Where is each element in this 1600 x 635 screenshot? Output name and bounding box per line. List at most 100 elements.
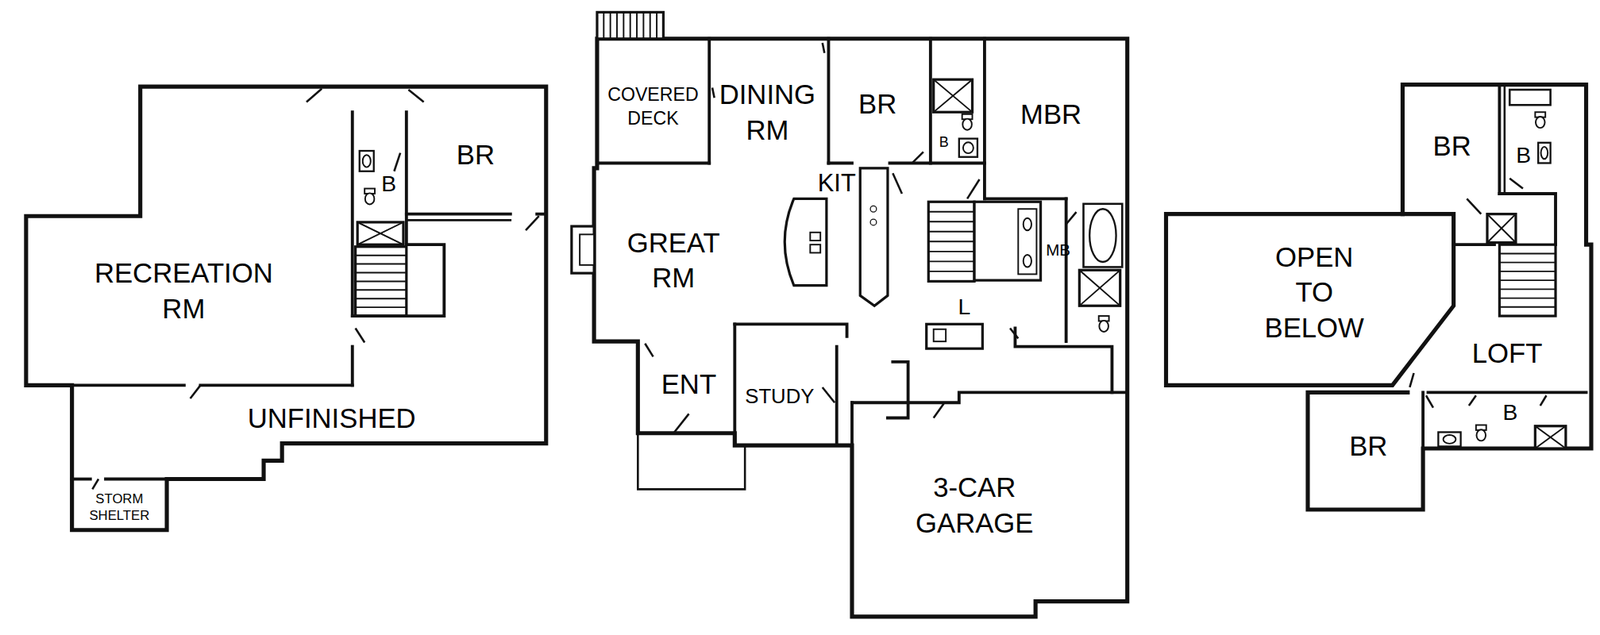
sink-bowl: [963, 142, 974, 154]
wall: [1014, 327, 1112, 393]
wall: [850, 402, 854, 446]
stair-tread: [928, 220, 975, 223]
toilet-bowl: [1476, 429, 1487, 441]
closet-cross: [933, 79, 973, 112]
sink-counter: [1538, 142, 1550, 164]
wall: [536, 212, 547, 216]
room-label: DINING RM: [711, 77, 824, 148]
wall: [852, 392, 1128, 403]
stair-tread: [636, 11, 638, 39]
stair-tread: [622, 11, 625, 39]
room-label: B: [1515, 140, 1531, 170]
door-swing: [1409, 373, 1414, 388]
stair-tread: [355, 263, 407, 266]
room-label: ENT: [661, 366, 717, 402]
stair-tread: [1499, 297, 1556, 300]
stair-box: [1499, 244, 1556, 317]
cooktop-burner: [870, 219, 877, 226]
wall: [406, 219, 511, 222]
stair-tread: [1499, 252, 1556, 255]
closet-cross: [1534, 426, 1566, 449]
door-swing: [822, 42, 826, 54]
door-swing: [673, 413, 689, 433]
closet-box: [1079, 269, 1120, 306]
fireplace-hearth: [579, 234, 594, 266]
stair-box: [355, 246, 407, 317]
stair-tread: [655, 11, 658, 39]
bathtub-basin: [1089, 208, 1116, 263]
room-label: MB: [1045, 239, 1071, 261]
stair-tread: [616, 11, 618, 39]
porch: [637, 433, 745, 490]
wall: [1421, 392, 1425, 449]
stair-tread: [1499, 270, 1556, 273]
door-swing: [190, 385, 201, 399]
toilet-bowl: [1535, 116, 1546, 128]
stair-tread: [928, 260, 975, 263]
closet-box: [933, 79, 973, 112]
wall: [983, 38, 987, 200]
wall: [890, 161, 985, 166]
wall: [1064, 198, 1068, 342]
door-swing: [912, 151, 924, 163]
stair-tread: [355, 289, 407, 291]
stair-tread: [355, 306, 407, 309]
room-label: BR: [858, 86, 897, 122]
wall: [929, 38, 933, 164]
door-swing: [1540, 395, 1547, 406]
closet-cross: [357, 222, 404, 245]
closet-cross: [1534, 426, 1566, 449]
wall: [1428, 390, 1587, 394]
door-swing: [712, 87, 715, 98]
exterior-wall: [26, 86, 547, 531]
door-swing: [1426, 395, 1434, 408]
room-label: GREAT RM: [616, 224, 729, 296]
room-label: BR: [1433, 128, 1472, 164]
room-label: STUDY: [744, 382, 814, 409]
closet-cross: [1487, 214, 1516, 243]
door-swing: [892, 173, 903, 194]
wall: [350, 346, 355, 386]
door-swing: [525, 215, 540, 231]
room-label: BR: [456, 137, 495, 173]
stair-box: [928, 201, 975, 282]
door-swing: [1468, 395, 1477, 406]
sink-counter: [959, 138, 978, 158]
stair-tread: [629, 11, 632, 39]
stair-tread: [355, 280, 407, 282]
room-label: COVERED DECK: [601, 83, 705, 131]
sink-bowl: [1443, 435, 1457, 444]
toilet-bowl: [365, 192, 375, 205]
closet-box: [1534, 426, 1566, 449]
stair-tread: [609, 11, 612, 39]
kitchen-counter: [859, 168, 888, 306]
wall: [984, 196, 1067, 201]
door-swing: [1509, 178, 1523, 189]
door-swing: [355, 327, 366, 343]
door-swing: [408, 89, 424, 102]
fireplace: [571, 226, 594, 274]
sink-counter: [1438, 431, 1461, 447]
stair-landing: [974, 201, 1041, 281]
vanity-sink: [1023, 254, 1032, 267]
wall: [734, 323, 847, 336]
wall: [352, 244, 445, 317]
wall: [1497, 84, 1501, 194]
wall: [887, 362, 909, 419]
stair-tread: [928, 240, 975, 243]
vanity: [1017, 208, 1037, 274]
door-swing: [393, 153, 401, 172]
kitchen-island: [784, 198, 827, 286]
stair-tread: [355, 272, 407, 274]
door-swing: [933, 404, 945, 419]
stair-tread: [928, 250, 975, 253]
wall: [707, 38, 711, 164]
door-swing: [644, 343, 653, 358]
stair-tread: [602, 11, 605, 39]
wall: [350, 111, 355, 317]
toilet-bowl: [962, 119, 972, 131]
bathtub: [1083, 204, 1122, 268]
door-swing: [1066, 212, 1077, 224]
